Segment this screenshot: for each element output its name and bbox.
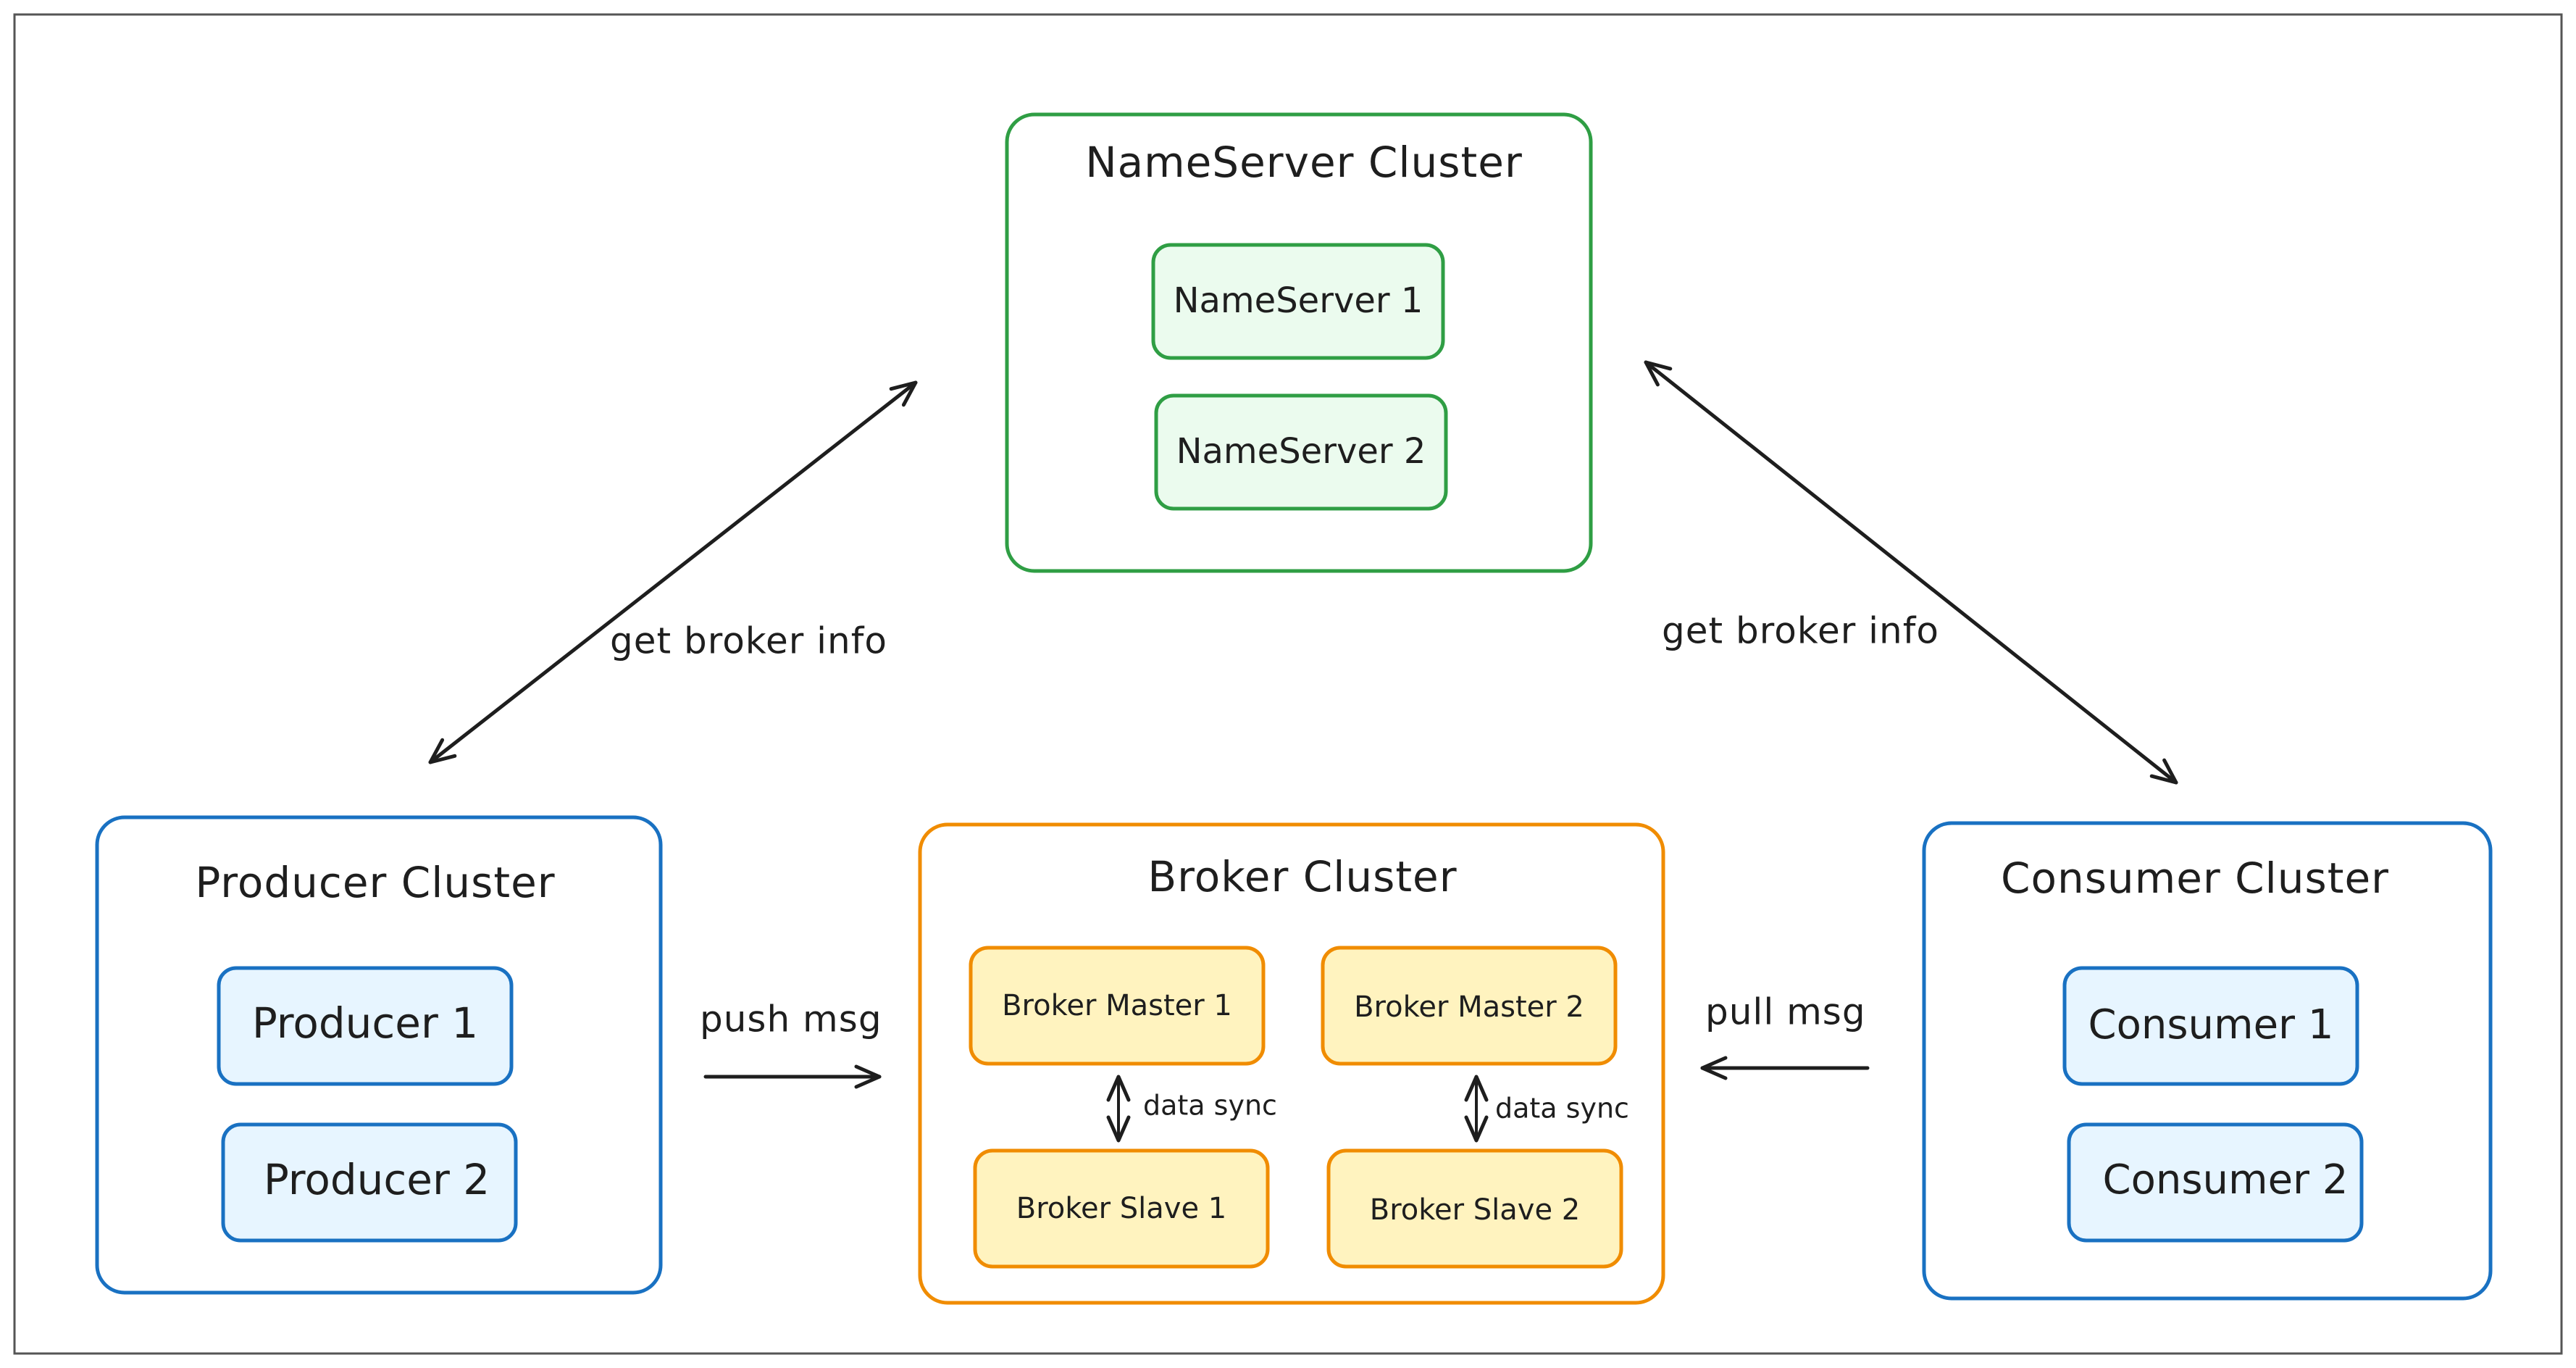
producer-nameserver-arrow xyxy=(428,380,918,764)
broker-master-2-label: Broker Master 2 xyxy=(1354,990,1584,1024)
consumer-cluster: Consumer Cluster Consumer 1 Consumer 2 xyxy=(1922,821,2493,1301)
producer-cluster-title: Producer Cluster xyxy=(195,858,555,907)
pull-msg-label: pull msg xyxy=(1705,991,1866,1033)
nameserver-cluster-title: NameServer Cluster xyxy=(1085,138,1523,187)
producer-2-label: Producer 2 xyxy=(264,1155,490,1204)
nameserver-1-label: NameServer 1 xyxy=(1174,280,1423,321)
push-msg-label: push msg xyxy=(700,998,882,1040)
broker-master-1-box xyxy=(969,946,1266,1066)
broker-slave-2-box xyxy=(1326,1148,1623,1269)
consumer-1-label: Consumer 1 xyxy=(2088,1001,2334,1048)
broker-master-1-label: Broker Master 1 xyxy=(1002,989,1232,1022)
nameserver-2-label: NameServer 2 xyxy=(1176,431,1426,472)
consumer-nameserver-label: get broker info xyxy=(1662,610,1939,652)
broker-cluster-box xyxy=(918,822,1665,1305)
broker-cluster-title: Broker Cluster xyxy=(1147,852,1457,901)
consumer-cluster-title: Consumer Cluster xyxy=(2001,854,2389,903)
broker-cluster: Broker Cluster Broker Master 1 Broker Ma… xyxy=(918,822,1665,1305)
consumer-2-label: Consumer 2 xyxy=(2103,1156,2349,1204)
broker-slave-1-label: Broker Slave 1 xyxy=(1016,1192,1226,1225)
consumer-nameserver-arrow xyxy=(1644,360,2178,785)
diagram-frame xyxy=(13,13,2563,1355)
nameserver-cluster-box xyxy=(1005,112,1593,573)
consumer-2-box xyxy=(2067,1122,2364,1243)
nameserver-cluster: NameServer Cluster NameServer 1 NameServ… xyxy=(1005,112,1593,573)
producer-1-box xyxy=(217,966,514,1086)
data-sync-label-1: data sync xyxy=(1143,1090,1277,1122)
producer-cluster: Producer Cluster Producer 1 Producer 2 xyxy=(95,815,663,1295)
producer-nameserver-label: get broker info xyxy=(610,620,887,662)
producer-2-box xyxy=(221,1122,518,1243)
broker-slave-1-box xyxy=(973,1148,1270,1269)
producer-1-label: Producer 1 xyxy=(252,998,478,1048)
producer-cluster-box xyxy=(95,815,663,1295)
consumer-1-box xyxy=(2062,966,2359,1086)
data-sync-label-2: data sync xyxy=(1495,1093,1629,1125)
consumer-cluster-box xyxy=(1922,821,2493,1301)
nameserver-1-box xyxy=(1151,243,1445,360)
nameserver-2-box xyxy=(1154,393,1448,511)
broker-master-2-box xyxy=(1321,946,1618,1066)
broker-slave-2-label: Broker Slave 2 xyxy=(1370,1193,1580,1227)
